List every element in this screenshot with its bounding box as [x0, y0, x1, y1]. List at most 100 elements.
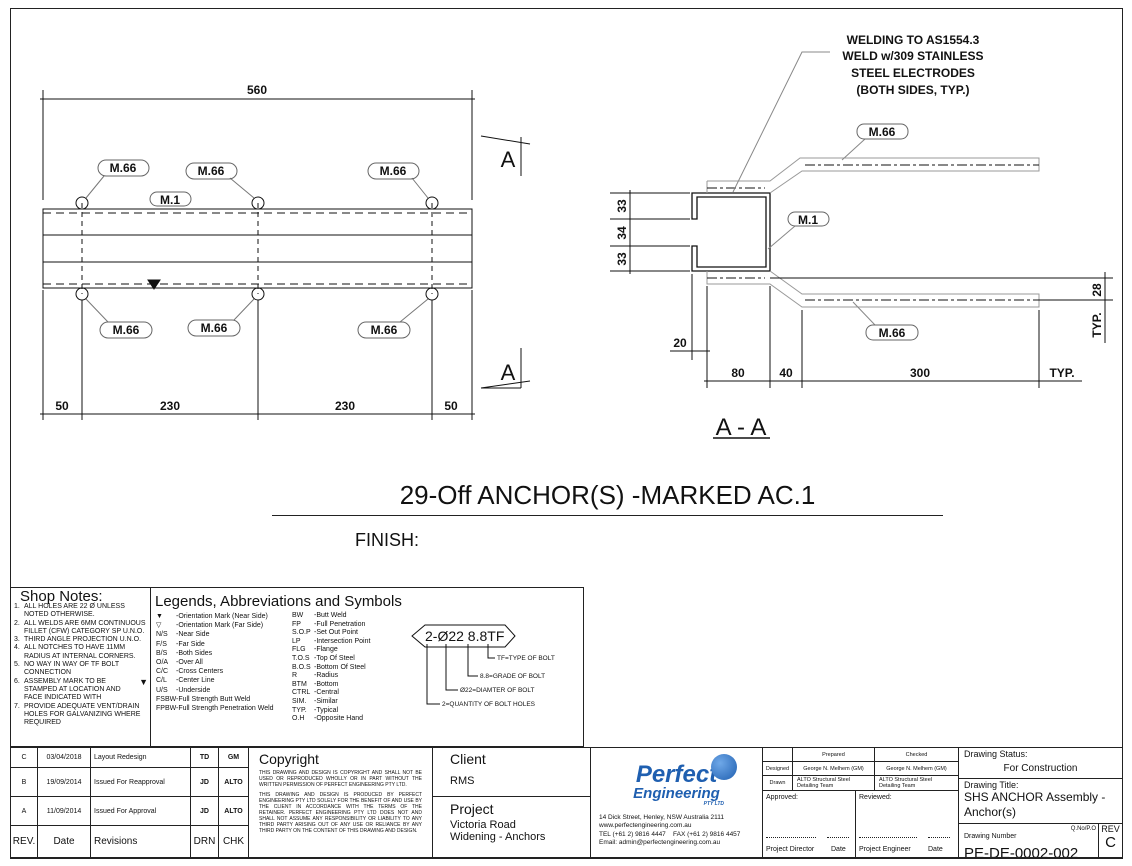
legend-item: CTRL-Central [292, 689, 370, 698]
revision-cell-drn: JD [190, 796, 219, 826]
legend-desc: -Full Penetration [314, 620, 366, 628]
legend-abbr: C/C [156, 668, 169, 676]
revision-cell-desc: Layout Redesign [90, 747, 191, 768]
legend-abbr: S.O.P [292, 629, 311, 637]
revision-cell-date: 19/09/2014 [37, 767, 91, 797]
revision-cell-chk: GM [218, 747, 249, 768]
bolt-hole [425, 196, 439, 210]
qno-label: Q.No/P.O [1070, 826, 1096, 832]
revision-header-date: Date [37, 825, 91, 858]
legend-item: N/S-Near Side [156, 630, 274, 639]
legend-abbr: R [292, 672, 298, 680]
bolt-mark-tag: M.66 [198, 164, 225, 178]
legend-item: S.O.P-Set Out Point [292, 629, 370, 638]
project-block: Project Victoria Road Widening - Anchors [432, 796, 591, 858]
shop-notes-list: 1.ALL HOLES ARE 22 Ø UNLESS NOTED OTHERW… [14, 603, 148, 727]
legend-abbr: LP [292, 637, 301, 645]
shop-note-text: PROVIDE ADEQUATE VENT/DRAIN HOLES FOR GA… [24, 702, 141, 727]
legend-desc: -Flange [314, 646, 338, 654]
legend-item: ▽-Orientation Mark (Far Side) [156, 621, 274, 630]
reviewed-box: Reviewed: Project Engineer Date [855, 790, 959, 858]
weld-note-line: WELDING TO AS1554.3 [847, 33, 980, 47]
revision-cell-date: 03/04/2018 [37, 747, 91, 768]
company-email[interactable]: Email: admin@perfectengineering.com.au [599, 839, 721, 847]
company-web[interactable]: www.perfectengineering.com.au [599, 822, 692, 830]
assembly-title: 29-Off ANCHOR(S) -MARKED AC.1 [272, 480, 943, 516]
legend-desc: -Top Of Steel [314, 654, 355, 662]
legend-item: T.O.S-Top Of Steel [292, 655, 370, 664]
weld-note-line: WELD w/309 STAINLESS [842, 49, 983, 63]
shop-note-text: NO WAY IN WAY OF TF BOLT CONNECTION [24, 661, 120, 677]
legend-desc: -Opposite Hand [314, 715, 364, 723]
legend-item: BW-Butt Weld [292, 612, 370, 621]
bolt-mark-tag: M.66 [869, 125, 896, 139]
legend-abbr: FP [292, 620, 301, 628]
legend-item: C/L -Center Line [156, 676, 274, 685]
legend-item: B.O.S-Bottom Of Steel [292, 664, 370, 673]
revision-cell-chk: ALTO [218, 767, 249, 797]
shop-note-text: ALL WELDS ARE 6MM CONTINUOUS FILLET (CFW… [24, 619, 146, 635]
legend-desc: -Orientation Mark (Far Side) [176, 622, 264, 630]
member-mark-tag: M.1 [160, 193, 180, 207]
rev-label: REV [1101, 824, 1120, 834]
bolt-mark-tag: M.66 [113, 323, 140, 337]
legend-item: TYP.-Typical [292, 707, 370, 716]
member-mark-tag: M.1 [798, 213, 818, 227]
legend-desc: -Orientation Mark (Near Side) [176, 613, 268, 620]
drawn-checked-by: ALTO Structural Steel Detailing Team [874, 775, 959, 791]
legend-abbr: FPBW [156, 705, 177, 713]
revision-cell-rev: C [10, 747, 38, 768]
designed-checked-by: George N. Melhem (GM) [874, 761, 959, 776]
legend-abbr: O.H [292, 715, 305, 723]
drawing-frame [10, 8, 1123, 859]
bolt-mark-tag: M.66 [879, 326, 906, 340]
dim-segment: 230 [335, 399, 355, 413]
revision-cell-drn: TD [190, 747, 219, 768]
bolt-holes [75, 196, 439, 301]
dim-vertical: 33 [615, 199, 629, 213]
copyright-text: THIS DRAWING AND DESIGN IS PRODUCED BY P… [259, 792, 422, 834]
shop-note-number: 7. [14, 702, 20, 710]
dim-horizontal: 300 [910, 366, 930, 380]
approved-box: Approved: Project Director Date [762, 790, 856, 858]
dim-segment: 50 [55, 399, 69, 413]
legend-abbr: BTM [292, 680, 307, 688]
bolt-mark-tag: M.66 [110, 161, 137, 175]
bolt-mark-tag: M.66 [201, 321, 228, 335]
legend-desc: -Over All [176, 659, 203, 667]
legend-desc: -Center Line [176, 677, 215, 685]
number-label: Drawing Number [964, 833, 1017, 840]
bolt-hole [251, 196, 265, 210]
section-view [610, 51, 1113, 439]
project-name: Victoria Road [450, 819, 516, 831]
shs-profile [691, 192, 771, 272]
legend-desc: -Full Strength Penetration Weld [176, 705, 274, 713]
dim-plate: 28 [1090, 283, 1104, 297]
dim-edge: 20 [673, 336, 687, 350]
shop-note-number: 3. [14, 636, 20, 644]
drawing-title: SHS ANCHOR Assembly - Anchor(s) [964, 790, 1106, 819]
legend-item: LP -Intersection Point [292, 638, 370, 647]
shop-notes-title: Shop Notes: [20, 588, 103, 605]
shop-note-number: 5. [14, 661, 20, 669]
legend-abbr: CTRL [292, 689, 311, 697]
engineer-label: Project Engineer [859, 846, 911, 853]
legend-item: O/A-Over All [156, 658, 274, 667]
dim-horizontal: 40 [779, 366, 793, 380]
legend-desc: -Intersection Point [314, 637, 371, 645]
shop-note-text: ALL NOTCHES TO HAVE 11MM RADIUS AT INTER… [24, 644, 136, 660]
company-block: Perfect Engineering PTY LTD 14 Dick Stre… [590, 747, 763, 858]
legend-desc: -Similar [314, 697, 338, 705]
shop-note: 5. NO WAY IN WAY OF TF BOLT CONNECTION [14, 661, 148, 678]
project-name: Widening - Anchors [450, 831, 546, 843]
revision-header-rev: REV. [10, 825, 38, 858]
orientation-mark-icon [147, 279, 161, 290]
copyright-title: Copyright [259, 751, 319, 767]
shop-note: 4.ALL NOTCHES TO HAVE 11MM RADIUS AT INT… [14, 644, 148, 661]
dim-vertical: 34 [615, 226, 629, 240]
legend-abbr: U/S [156, 686, 168, 694]
dim-overall: 560 [247, 83, 267, 97]
legend-abbr: C/L [156, 677, 167, 685]
revision-cell-rev: B [10, 767, 38, 797]
